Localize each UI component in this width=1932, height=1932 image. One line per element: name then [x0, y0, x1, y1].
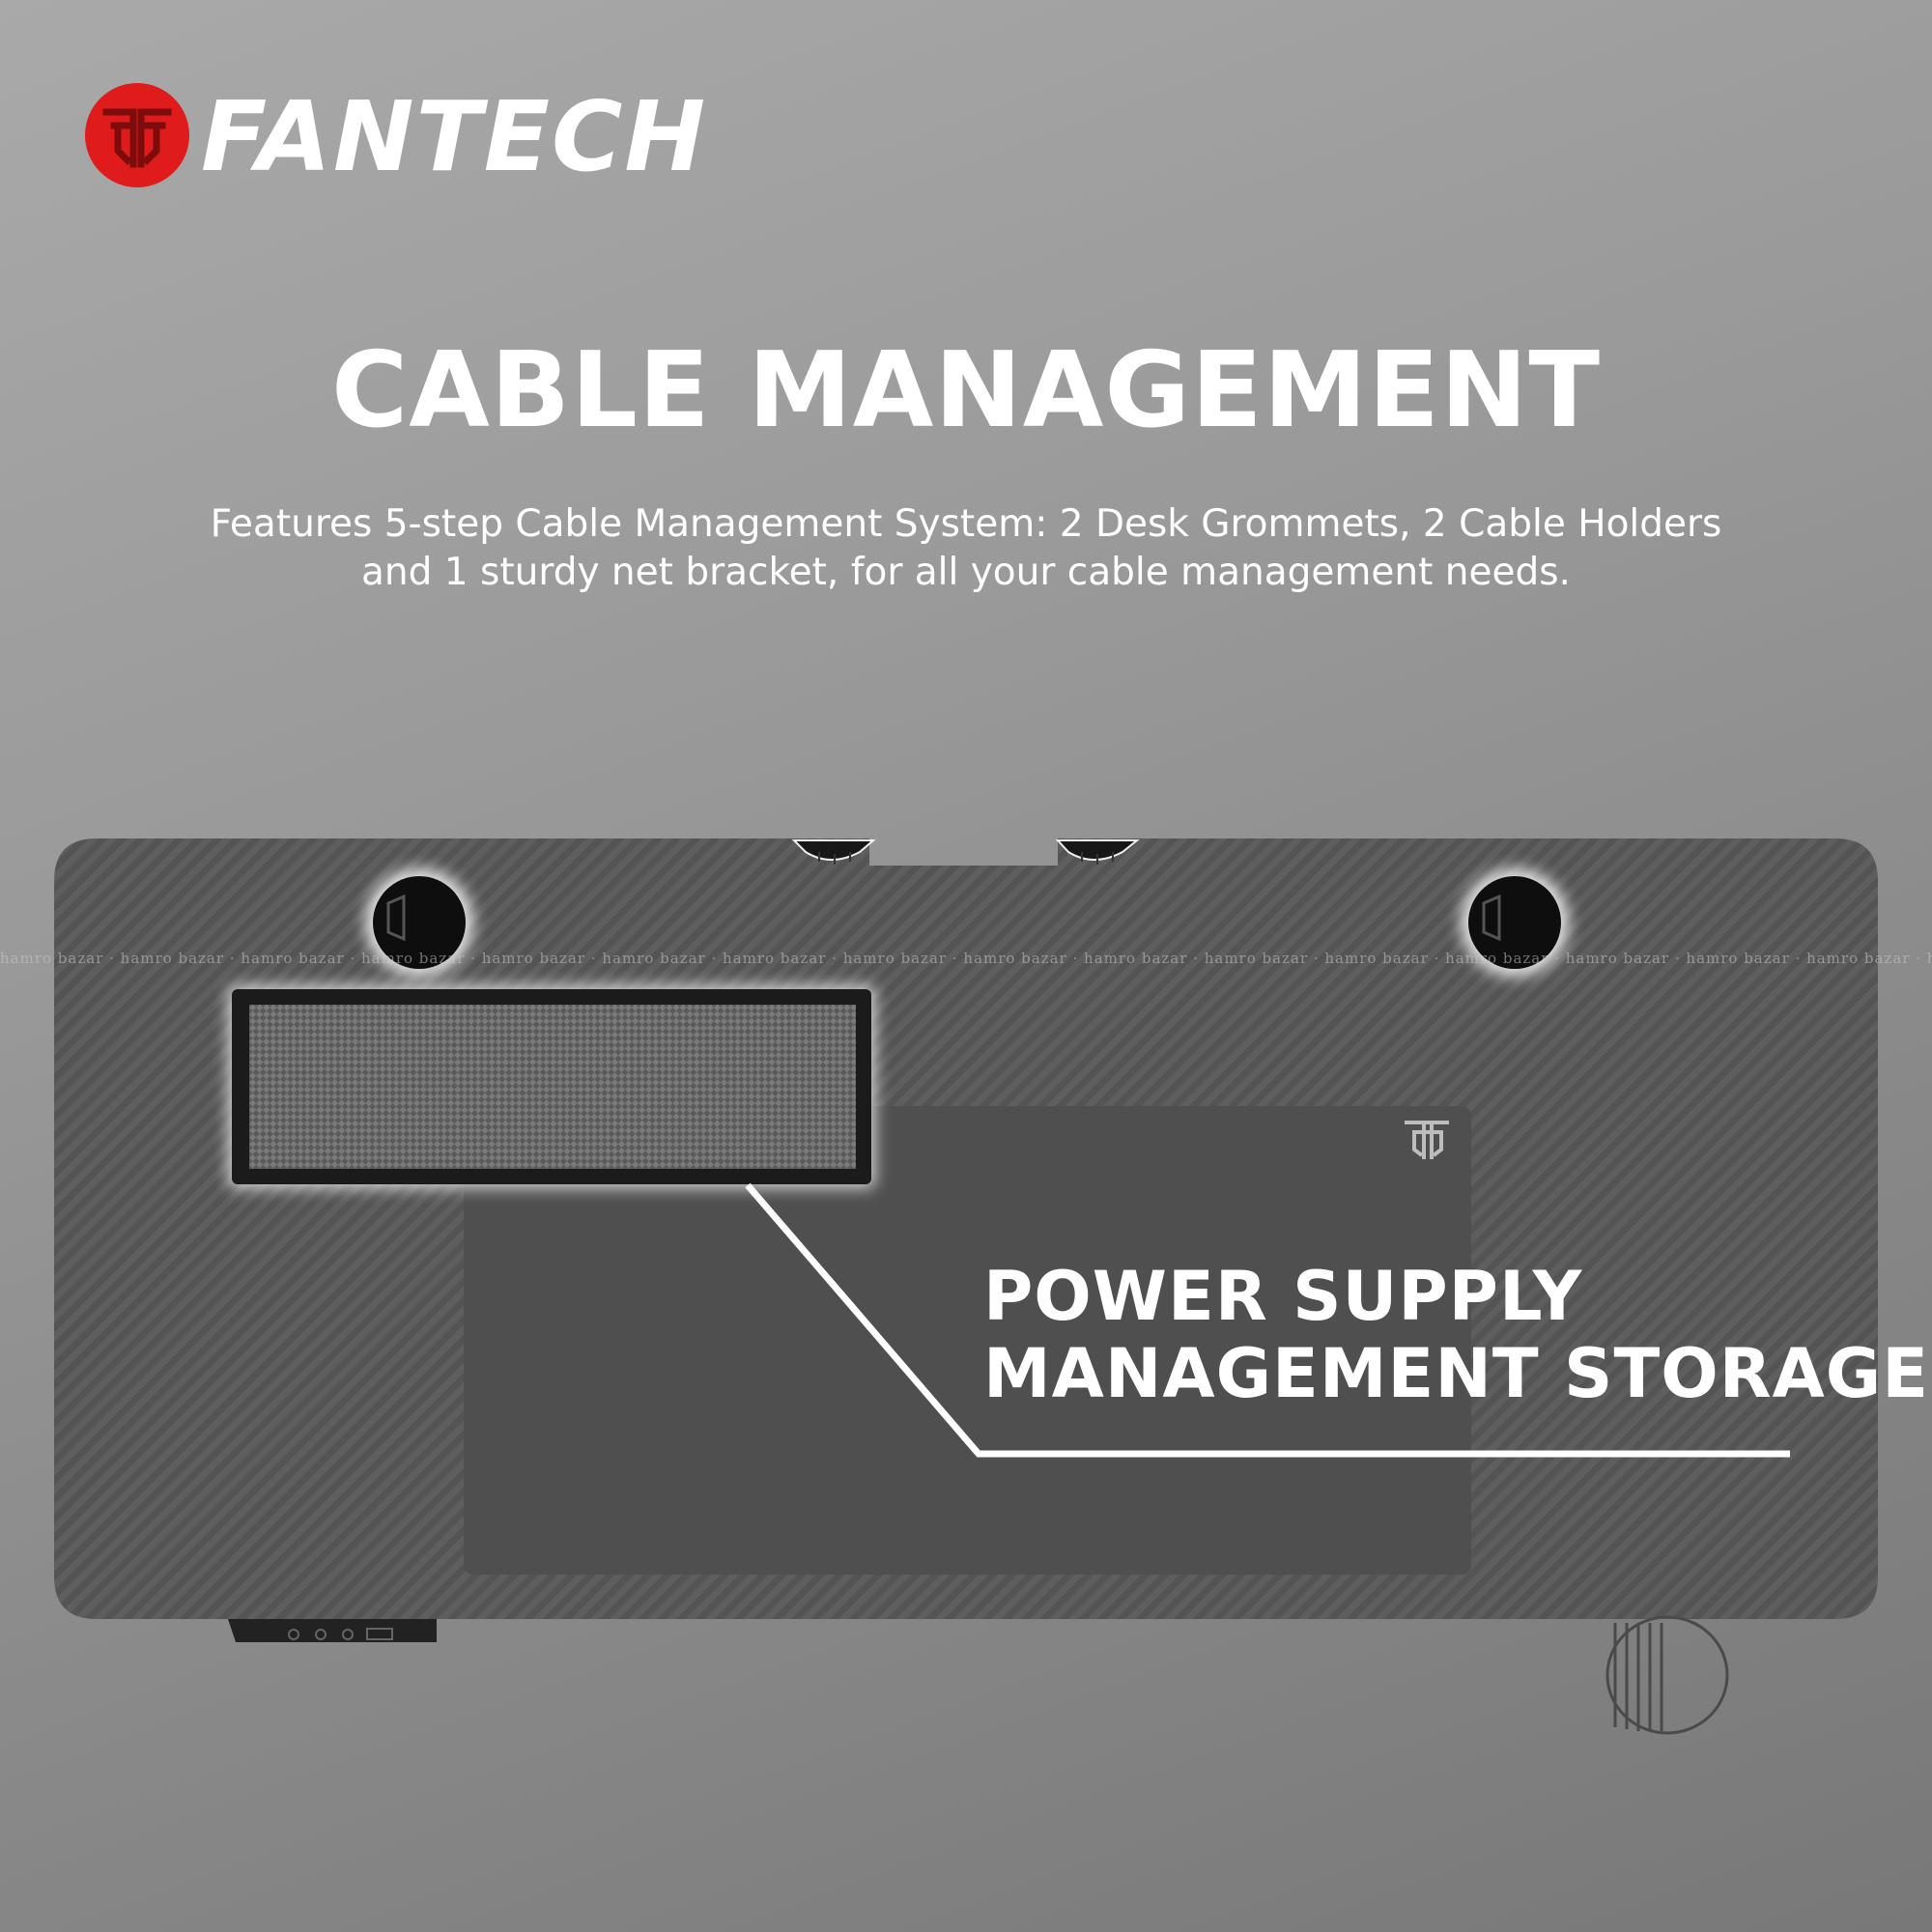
description-line-1: Features 5-step Cable Management System:…: [210, 502, 1722, 546]
height-control-icon: [228, 1619, 437, 1642]
desk-grommet-left-icon: [365, 868, 473, 977]
cable-holder-right-icon: [1055, 839, 1140, 865]
desk-mat: [464, 1106, 1471, 1575]
mat-logo-icon: [1405, 1121, 1449, 1159]
page-title: CABLE MANAGEMENT: [330, 330, 1602, 451]
watermark: hamro bazar · hamro bazar · hamro bazar …: [0, 950, 1932, 967]
callout-line-2: MANAGEMENT STORAGE: [983, 1334, 1930, 1413]
cable-holder-left-icon: [791, 839, 876, 865]
callout-line-1: POWER SUPPLY: [983, 1257, 1583, 1336]
brand-name: FANTECH: [201, 80, 708, 193]
fantech-ft-logo-icon: [102, 108, 172, 168]
callout-label: POWER SUPPLY MANAGEMENT STORAGE: [983, 1258, 1929, 1412]
desk-grommet-right-icon: [1461, 868, 1569, 977]
headphone-hook-icon: [1605, 1615, 1729, 1735]
description-line-2: and 1 sturdy net bracket, for all your c…: [361, 551, 1571, 594]
net-bracket-icon: [228, 985, 875, 1188]
callout-leader-line: [745, 1182, 1790, 1458]
feature-description: Features 5-step Cable Management System:…: [116, 500, 1816, 597]
fantech-logo-badge: [85, 83, 189, 187]
